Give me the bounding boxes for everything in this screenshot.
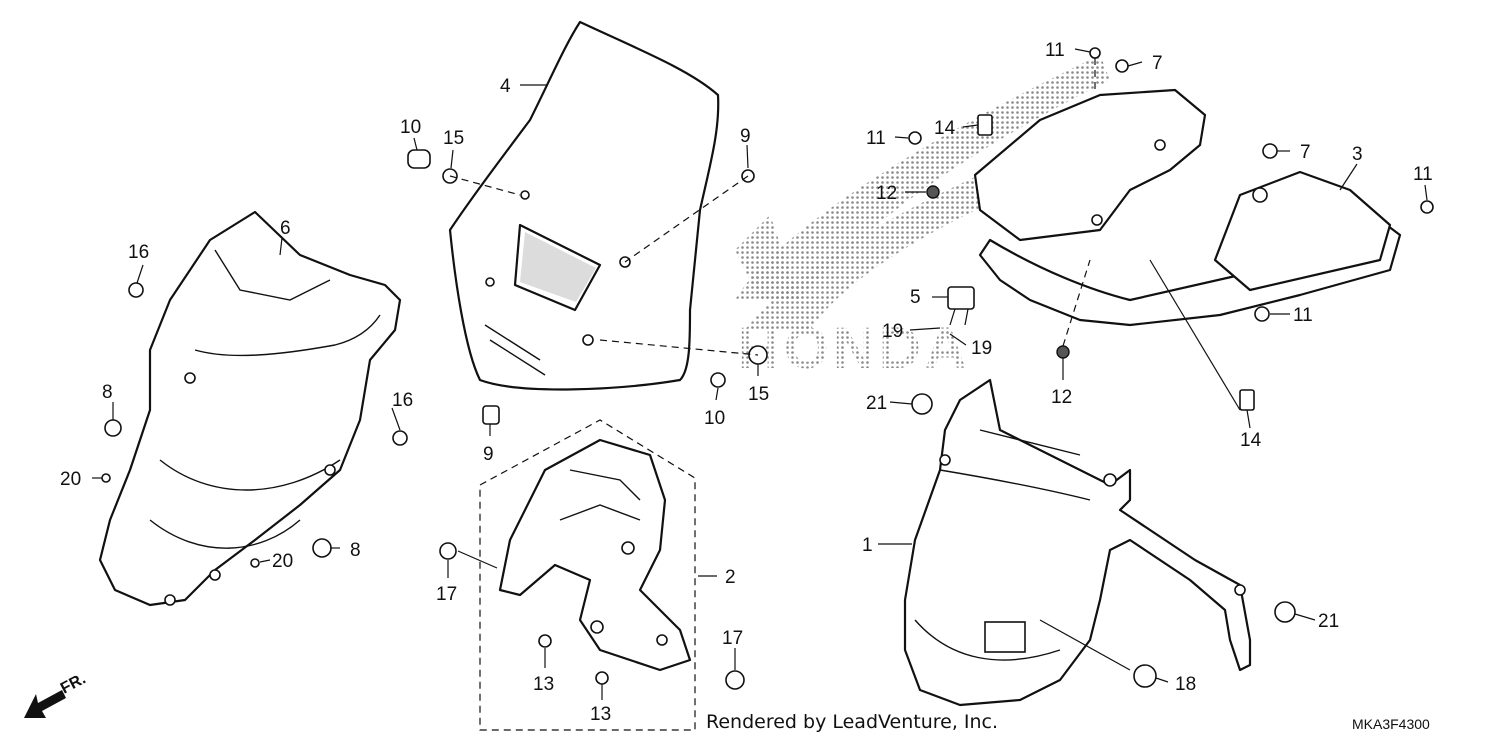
hardware-items	[101, 47, 1434, 690]
callout-3: 3	[1352, 144, 1363, 165]
part-2-bracket[interactable]	[479, 419, 696, 731]
part-6-front-cowl[interactable]	[98, 210, 402, 607]
callout-15: 15	[748, 384, 769, 405]
callout-16: 16	[128, 242, 149, 263]
callout-9: 9	[483, 444, 494, 465]
callout-10: 10	[400, 117, 421, 138]
callout-19: 19	[882, 321, 903, 342]
callout-20: 20	[272, 551, 293, 572]
callout-13: 13	[590, 704, 611, 725]
callout-11: 11	[1045, 40, 1065, 61]
callout-16: 16	[392, 390, 413, 411]
callout-11: 11	[1413, 164, 1433, 185]
callout-14: 14	[1240, 430, 1262, 451]
callout-11: 11	[866, 128, 886, 149]
front-direction-marker: FR.	[24, 670, 89, 718]
callout-5: 5	[910, 287, 921, 308]
callout-20: 20	[60, 469, 81, 490]
credit-text: Rendered by LeadVenture, Inc.	[706, 711, 999, 733]
callout-17: 17	[722, 628, 743, 649]
callout-8: 8	[350, 540, 361, 561]
diagram-code: MKA3F4300	[1352, 716, 1430, 732]
callout-2: 2	[725, 567, 736, 588]
callout-17: 17	[436, 584, 457, 605]
honda-watermark-text: HONDA	[738, 316, 971, 381]
callout-19: 19	[971, 338, 992, 359]
callout-18: 18	[1175, 674, 1196, 695]
callout-1: 1	[862, 535, 873, 556]
callout-21: 21	[866, 393, 887, 414]
callout-21: 21	[1318, 611, 1339, 632]
callout-6: 6	[280, 218, 291, 239]
callout-8: 8	[102, 382, 113, 403]
part-1-front-stay[interactable]	[903, 378, 1252, 707]
part-5-connector[interactable]	[947, 286, 975, 326]
callout-11: 11	[1293, 305, 1313, 326]
callout-numbers: 4 6 16 16 10 15 9 9 10 15 8 8 20 20 17 1…	[60, 40, 1433, 725]
callout-7: 7	[1152, 53, 1163, 74]
callout-7: 7	[1300, 142, 1311, 163]
callout-12: 12	[876, 183, 897, 204]
callout-10: 10	[704, 408, 725, 429]
callout-15: 15	[443, 128, 464, 149]
callout-9: 9	[740, 126, 751, 147]
leader-lines	[92, 48, 1428, 700]
callout-4: 4	[500, 76, 511, 97]
part-4-windscreen[interactable]	[448, 20, 755, 391]
callout-13: 13	[533, 674, 554, 695]
callout-14: 14	[934, 118, 956, 139]
part-3-middle-cowl[interactable]	[973, 88, 1402, 327]
front-arrow-icon	[24, 690, 66, 718]
callout-12: 12	[1051, 387, 1072, 408]
